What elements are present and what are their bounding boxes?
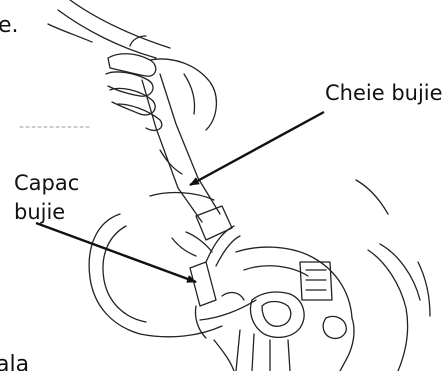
spark-plug-wrench	[142, 74, 232, 240]
label-spark-plug-wrench: Cheie bujie	[325, 83, 443, 104]
text-fragment-top: e.	[0, 15, 19, 37]
hand-drawing	[48, 0, 216, 130]
label-spark-plug-cap-line1: Capac	[14, 173, 79, 194]
label-spark-plug-cap-line2: bujie	[14, 202, 65, 223]
spark-plug-cap	[172, 226, 240, 338]
arrow-to-wrench	[190, 112, 324, 185]
arrow-to-cap	[36, 223, 196, 282]
text-fragment-bottom: ala	[0, 354, 29, 371]
engine-body	[89, 180, 430, 371]
